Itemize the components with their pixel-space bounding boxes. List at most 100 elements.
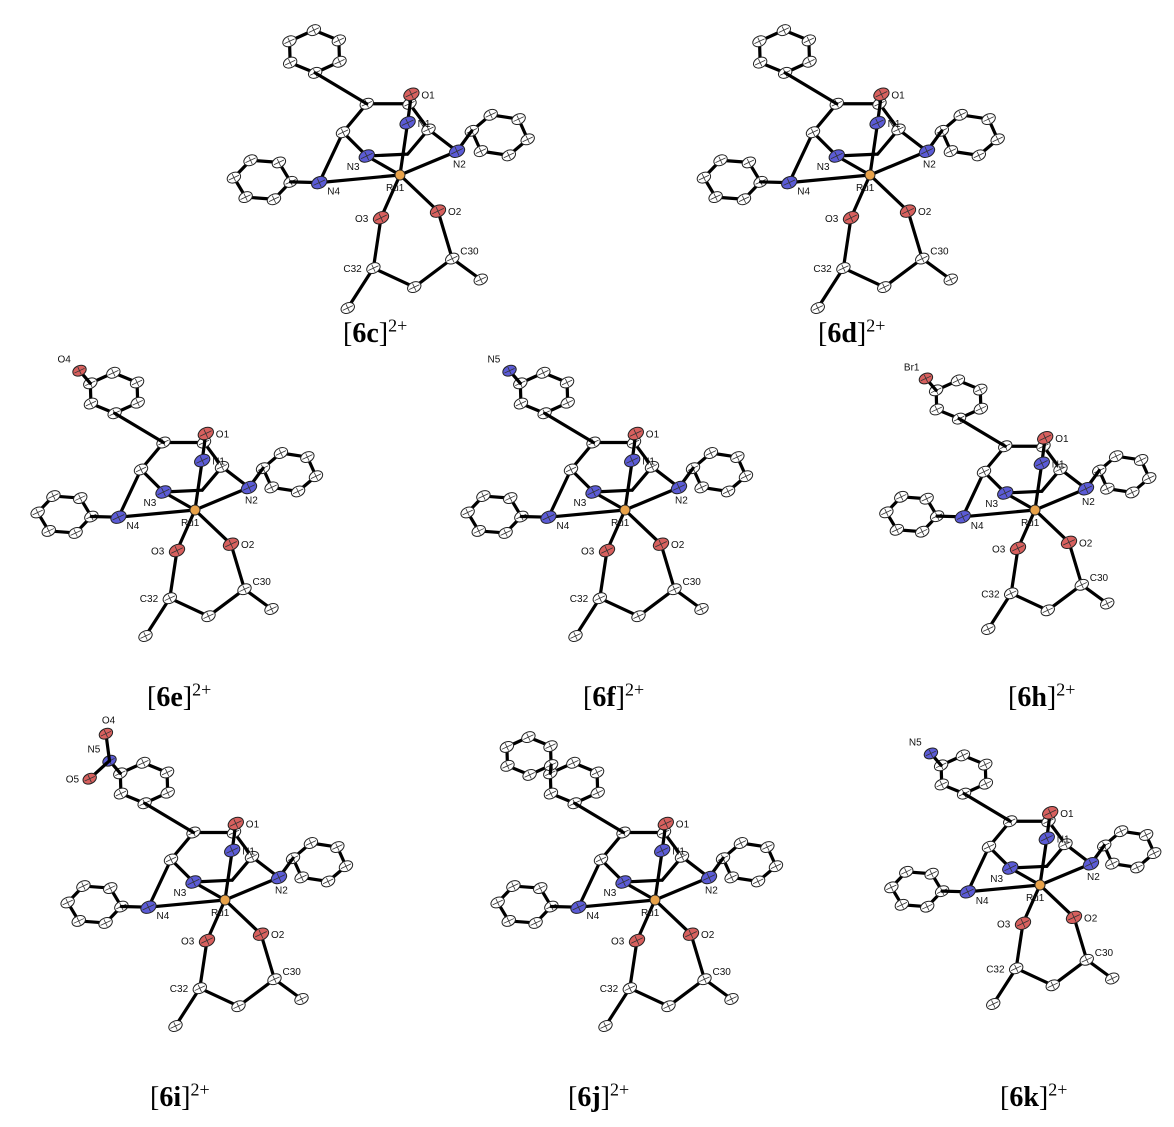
caption-6f: [6f]2+ [583, 679, 645, 713]
nitrogen-atom-n2 [1077, 482, 1095, 496]
carbon-atom [162, 592, 177, 605]
atom-label-n2: N2 [453, 159, 466, 170]
left-pyridine-carbon-atom [460, 506, 475, 519]
bond [436, 209, 454, 261]
bond [173, 986, 202, 1028]
carbon-atom [593, 853, 609, 866]
caption-6i: [6i]2+ [150, 1079, 210, 1113]
nitrogen-atom-n1 [1038, 831, 1055, 845]
right-pyridine-carbon-atom [330, 841, 345, 853]
carbon-atom [598, 1020, 613, 1032]
carbon-atom [810, 302, 825, 314]
atom-label-o1: O1 [676, 820, 690, 831]
atom-label-o1: O1 [1060, 809, 1074, 820]
bond [168, 596, 211, 618]
aryl-substituent-carbon-atom [776, 24, 792, 37]
bond [573, 801, 626, 835]
atom-label-n1: N1 [672, 847, 685, 858]
carbon-atom [891, 123, 906, 136]
carbon-atom [201, 610, 216, 623]
carbon-atom [366, 262, 381, 275]
nitrogen-atom-n3 [615, 875, 632, 889]
left-pyridine-carbon-atom [76, 880, 91, 892]
carbon-atom [986, 998, 1001, 1010]
left-pyridine-carbon-atom [498, 527, 513, 539]
atom-label-c32: C32 [986, 964, 1005, 975]
atom-label-ru1: Ru1 [386, 183, 405, 194]
nitrogen-atom-n2 [270, 870, 288, 885]
oxygen-atom-o1 [227, 816, 244, 831]
atom-label-o3: O3 [581, 547, 595, 558]
nitrogen-atom-n3 [585, 485, 602, 499]
bond [313, 71, 369, 106]
oxygen-atom-o3 [372, 211, 390, 225]
left-pyridine-carbon-atom [46, 490, 61, 502]
aryl-substituent-carbon-atom [130, 396, 145, 409]
atom-label-c32: C32 [813, 264, 832, 275]
bond [841, 216, 853, 270]
bond [573, 596, 602, 638]
compound-id: 6k [1009, 1082, 1039, 1113]
ruthenium-atom [219, 894, 231, 906]
aryl-substituent-carbon-atom [331, 34, 347, 47]
nitrogen-atom-n2 [700, 870, 718, 885]
nitrogen-atom-n3 [828, 149, 845, 163]
charge: 2+ [866, 315, 886, 336]
compound-id: 6h [1017, 682, 1047, 713]
oxygen-atom-o3 [628, 933, 646, 948]
aryl-substituent-carbon-atom [559, 376, 575, 389]
aryl-substituent-carbon-atom [83, 397, 99, 410]
left-pyridine-carbon-atom [889, 523, 905, 536]
right-pyridine-carbon-atom [303, 837, 319, 849]
carbon-atom [1040, 604, 1055, 617]
nitrogen-atom-n3 [358, 149, 375, 163]
atom-label-ru1: Ru1 [1021, 518, 1040, 529]
aryl-substituent-carbon-atom [306, 24, 322, 37]
carbon-atom [231, 1000, 246, 1013]
aryl-substituent-carbon-atom [332, 55, 347, 68]
bond [206, 587, 247, 618]
carbon-atom [264, 603, 279, 615]
compound-id: 6c [352, 318, 379, 349]
atom-label-o1: O1 [246, 820, 260, 831]
atom-label-n4: N4 [587, 911, 600, 922]
atom-label-c32: C32 [343, 264, 362, 275]
right-pyridine-carbon-atom [971, 149, 987, 162]
left-pyridine-carbon-atom [528, 917, 543, 929]
atom-label-o4: O4 [102, 716, 116, 727]
left-pyridine-carbon-atom [30, 506, 45, 519]
left-pyridine-carbon-atom [894, 898, 910, 911]
left-pyridine-carbon-atom [490, 896, 505, 909]
bond [450, 257, 483, 282]
right-pyridine-carbon-atom [1125, 486, 1140, 499]
aryl-substituent-carbon-atom [978, 758, 993, 771]
charge: 2+ [1056, 679, 1076, 700]
atom-label-n2: N2 [1087, 872, 1100, 883]
left-pyridine-carbon-atom [879, 506, 894, 519]
fused-ring-carbon-atom [521, 731, 536, 744]
aryl-substituent-carbon-atom [129, 376, 145, 389]
aryl-substituent-carbon-atom [589, 766, 605, 779]
atom-label-n2: N2 [1082, 497, 1095, 508]
bond [603, 986, 632, 1028]
carbon-atom [877, 281, 892, 294]
left-pyridine-carbon-atom [476, 490, 491, 502]
ru-coordination-bond [868, 173, 910, 213]
bond [628, 938, 639, 990]
bond [548, 763, 553, 775]
left-pyridine-carbon-atom [68, 527, 83, 539]
left-pyridine-carbon-atom [103, 882, 118, 895]
bond [116, 467, 143, 519]
atom-label-o2: O2 [271, 930, 285, 941]
ruthenium-atom [394, 169, 406, 181]
ruthenium-atom [619, 504, 631, 516]
right-pyridine-carbon-atom [1133, 454, 1149, 466]
ru-coordination-bond [1038, 862, 1093, 887]
nitrogen-atom-n1 [224, 843, 241, 858]
right-pyridine-carbon-atom [990, 133, 1005, 146]
right-pyridine-carbon-atom [264, 481, 279, 494]
